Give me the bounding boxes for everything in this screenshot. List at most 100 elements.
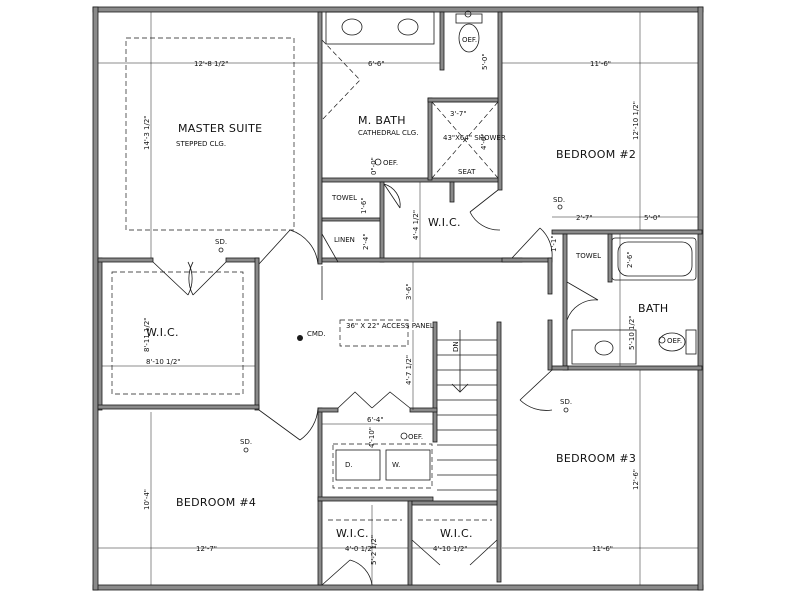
wic-b3-label: W.I.C.: [440, 527, 473, 540]
master-wic-label: W.I.C.: [146, 326, 179, 339]
stairs: [437, 330, 497, 491]
dashed-lines: [111, 37, 499, 521]
door-bedroom4: [258, 407, 319, 441]
door-bedroom2: [469, 189, 501, 231]
sd-icon: [563, 407, 569, 413]
vanity-counter: [325, 11, 435, 45]
dryer: [335, 449, 381, 481]
sd-icon: [243, 447, 249, 453]
exterior-walls: [92, 6, 704, 591]
door-master: [258, 229, 319, 265]
wic-b4-label: W.I.C.: [336, 527, 369, 540]
dim-hall-height: 3'-6": [405, 283, 413, 300]
dim-b4-width: 12'-7": [196, 545, 217, 553]
m-bath-label: M. BATH: [358, 114, 406, 127]
master-suite-label: MASTER SUITE: [178, 122, 262, 135]
sink-right: [397, 18, 419, 36]
doors: [152, 183, 599, 586]
sd-icon: [557, 204, 563, 210]
bath-toilet-bowl: [658, 332, 686, 352]
exhaust-fan-icon: [658, 336, 666, 344]
access-panel-label: 36" X 22" ACCESS PANEL: [346, 322, 434, 330]
dim-tub-height: 2'-6": [626, 251, 634, 268]
bedroom2-label: BEDROOM #2: [556, 148, 636, 161]
door-master-wic: [152, 261, 193, 296]
seat-label: SEAT: [458, 168, 476, 176]
symbols: [218, 10, 666, 453]
bath-vanity: [571, 329, 637, 365]
washer-label: W.: [392, 461, 400, 469]
dim-bath-height: 5'-10 1/2": [628, 315, 636, 350]
oef-label: OEF.: [408, 433, 423, 441]
exhaust-fan-icon: [464, 10, 472, 18]
dim-laundry-width: 6'-4": [367, 416, 384, 424]
bath-label: BATH: [638, 302, 668, 315]
dim-wic-b3-width: 4'-10 1/2": [433, 545, 468, 553]
dim-bath-width-1: 2'-7": [576, 214, 593, 222]
dim-hall-height-2: 4'-7 1/2": [405, 355, 413, 385]
sink-left: [341, 18, 363, 36]
door-bedroom2-b: [511, 227, 553, 259]
bathtub: [611, 237, 697, 281]
dim-bath-small: 1'-1": [550, 235, 558, 252]
dim-shower-width: 3'-7": [450, 110, 467, 118]
door-laundry: [337, 391, 411, 409]
door-wic-b4: [321, 559, 373, 586]
dim-wic-b4-height: 5'-2 1/2": [370, 535, 378, 565]
dim-mbath-oef: 0"-0": [370, 157, 378, 175]
dim-master-wic-height: 8'-11 1/2": [143, 317, 151, 352]
cmd-label: CMD.: [307, 330, 326, 338]
labels: MASTER SUITE STEPPED CLG. W.I.C. M. BATH…: [143, 36, 682, 565]
washer: [385, 449, 431, 481]
cathedral-clg-label: CATHEDRAL CLG.: [358, 129, 418, 137]
dim-bath-width-2: 5'-0": [644, 214, 661, 222]
dim-wic-center-height: 4'-4 1/2": [412, 210, 420, 240]
door-wic: [383, 183, 401, 209]
bathtub-inner: [617, 241, 693, 277]
sd-label: SD.: [240, 438, 252, 446]
dim-linen-height: 2'-4": [362, 233, 370, 250]
dimension-lines: [98, 12, 698, 585]
bath-sink: [594, 340, 614, 356]
dim-wic-b4-width: 4'-0 1/2": [345, 545, 375, 553]
stepped-clg-label: STEPPED CLG.: [176, 140, 226, 148]
cmd-icon: [297, 335, 303, 341]
oef-label: OEF.: [667, 337, 682, 345]
shower-label: 43"X64" SHOWER: [443, 134, 506, 142]
sd-label: SD.: [215, 238, 227, 246]
dim-b4-height: 10'-4": [143, 489, 151, 510]
dim-master-wic-width: 8'-10 1/2": [146, 358, 181, 366]
wic-center-label: W.I.C.: [428, 216, 461, 229]
dim-wc-height: 5'-0": [481, 53, 489, 70]
dim-master-height: 14'-3 1/2": [143, 115, 151, 150]
door-master-wic-2: [188, 261, 227, 296]
dim-b3-width: 11'-6": [592, 545, 613, 553]
linen-label: LINEN: [334, 236, 355, 244]
toilet-tank: [455, 13, 483, 24]
dim-laundry-height: 4'-10": [368, 427, 376, 448]
dim-towel-height: 1'-6": [360, 197, 368, 214]
dim-mbath-width: 6'-6": [368, 60, 385, 68]
oef-label: OEF.: [383, 159, 398, 167]
towel-left-label: TOWEL: [331, 194, 357, 202]
bedroom4-label: BEDROOM #4: [176, 496, 256, 509]
dim-master-width: 12'-8 1/2": [194, 60, 229, 68]
door-bedroom3: [519, 369, 553, 411]
exhaust-fan-icon: [374, 158, 382, 166]
dim-b2-width: 11'-6": [590, 60, 611, 68]
door-linen: [321, 233, 339, 263]
toilet-bowl: [458, 23, 480, 53]
sd-label: SD.: [560, 398, 572, 406]
dim-b3-height: 12'-6": [632, 469, 640, 490]
sd-icon: [218, 247, 224, 253]
dim-b2-height: 12'-10 1/2": [632, 101, 640, 140]
towel-right-label: TOWEL: [575, 252, 601, 260]
bedroom3-label: BEDROOM #3: [556, 452, 636, 465]
bath-toilet-tank: [685, 329, 697, 355]
dim-shower-height: 4'-6": [480, 133, 488, 150]
exhaust-fan-icon: [400, 432, 408, 440]
fixtures: [321, 11, 697, 481]
sd-label: SD.: [553, 196, 565, 204]
dn-label: DN: [452, 341, 460, 352]
